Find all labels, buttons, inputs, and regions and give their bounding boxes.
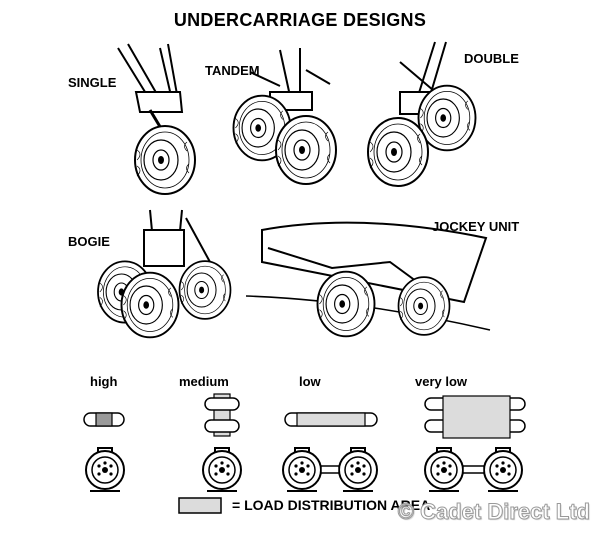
label-bogie: BOGIE	[68, 234, 110, 249]
tandem-gear-drawing	[232, 48, 337, 185]
label-double: DOUBLE	[464, 51, 519, 66]
legend-swatch	[178, 497, 222, 514]
level-high: high	[90, 374, 118, 389]
bogie-gear-drawing	[97, 209, 232, 339]
single-gear-drawing	[117, 43, 196, 195]
diagram-title: UNDERCARRIAGE DESIGNS	[173, 10, 427, 30]
label-single: SINGLE	[68, 75, 117, 90]
double-gear-drawing	[367, 41, 477, 187]
wheel-pair-very-low	[424, 447, 523, 492]
jockey-unit-drawing	[245, 221, 491, 338]
level-low: low	[299, 374, 321, 389]
watermark: © Cadet Direct Ltd	[397, 499, 590, 525]
footprint-very-low	[424, 395, 526, 439]
legend-label: = LOAD DISTRIBUTION AREA	[232, 497, 431, 513]
footprint-low	[284, 412, 378, 427]
label-jockey-unit: JOCKEY UNIT	[432, 219, 520, 234]
footprint-medium	[204, 393, 240, 437]
level-very-low: very low	[415, 374, 468, 389]
wheel-high	[85, 447, 125, 492]
wheel-medium	[202, 447, 242, 492]
label-tandem: TANDEM	[205, 63, 260, 78]
wheel-pair-low	[282, 447, 378, 492]
footprint-high	[83, 412, 125, 427]
level-medium: medium	[179, 374, 229, 389]
